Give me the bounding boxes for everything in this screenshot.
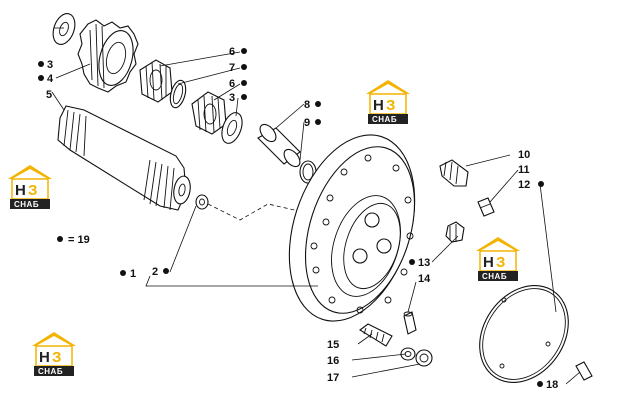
label-11: 11 xyxy=(518,164,530,176)
label-17: 17 xyxy=(327,372,339,384)
logo-left: Н З СНАБ xyxy=(8,165,52,209)
part-cover-12 xyxy=(479,285,569,383)
legend-equals-19: = 19 xyxy=(68,234,90,246)
label-7: 7 xyxy=(229,62,235,74)
part-housing-1 xyxy=(288,134,416,322)
label-12: 12 xyxy=(518,179,530,191)
svg-text:СНАБ: СНАБ xyxy=(14,200,39,209)
svg-text:З: З xyxy=(386,97,395,114)
assembly-dashed-line xyxy=(207,203,313,221)
part-pin-14 xyxy=(403,311,417,335)
part-washer-3-top xyxy=(52,13,76,45)
part-pin-8 xyxy=(257,123,301,168)
svg-text:СНАБ: СНАБ xyxy=(38,367,63,376)
part-plug-13 xyxy=(445,221,465,243)
part-screw-18 xyxy=(575,361,593,381)
part-bushing-2 xyxy=(195,194,209,210)
logo-right: Н З СНАБ xyxy=(476,237,520,281)
label-1: 1 xyxy=(130,268,136,280)
part-washer-16 xyxy=(400,347,416,361)
svg-text:Н: Н xyxy=(39,349,50,366)
part-screw-11 xyxy=(477,197,495,217)
label-3-top: 3 xyxy=(47,59,53,71)
label-15: 15 xyxy=(327,339,339,351)
label-18: 18 xyxy=(546,379,558,391)
label-3-lower: 3 xyxy=(229,92,235,104)
part-nut-17 xyxy=(415,349,433,367)
svg-text:СНАБ: СНАБ xyxy=(482,272,507,281)
label-6-lower: 6 xyxy=(229,78,235,90)
label-5: 5 xyxy=(46,89,52,101)
label-16: 16 xyxy=(327,355,339,367)
svg-text:З: З xyxy=(496,254,505,271)
svg-text:Н: Н xyxy=(15,182,26,199)
part-roller-bearing-6-upper xyxy=(139,59,173,103)
label-6-upper: 6 xyxy=(229,46,235,58)
part-washer-3-lower xyxy=(221,112,243,144)
label-4: 4 xyxy=(47,73,54,85)
part-fitting-10 xyxy=(439,159,469,187)
label-10: 10 xyxy=(518,149,530,161)
svg-text:Н: Н xyxy=(373,97,384,114)
label-9: 9 xyxy=(304,117,310,129)
svg-text:З: З xyxy=(52,349,61,366)
callouts: 3 4 5 6 7 6 3 8 9 10 11 12 = 19 1 2 13 1… xyxy=(38,46,558,391)
part-stud-15 xyxy=(359,323,393,347)
svg-text:СНАБ: СНАБ xyxy=(372,115,397,124)
part-ring-7 xyxy=(169,79,187,109)
label-13: 13 xyxy=(418,257,430,269)
svg-text:З: З xyxy=(28,182,37,199)
label-8: 8 xyxy=(304,99,310,111)
part-gear-4 xyxy=(77,19,139,93)
logo-bottom-left: Н З СНАБ xyxy=(32,332,76,376)
logo-top-center: Н З СНАБ xyxy=(366,80,410,124)
part-shaft-5 xyxy=(57,105,191,211)
label-2: 2 xyxy=(152,266,158,278)
svg-text:Н: Н xyxy=(483,254,494,271)
leader-lines xyxy=(51,27,581,385)
label-14: 14 xyxy=(418,273,431,285)
part-roller-bearing-6-lower xyxy=(191,91,227,135)
